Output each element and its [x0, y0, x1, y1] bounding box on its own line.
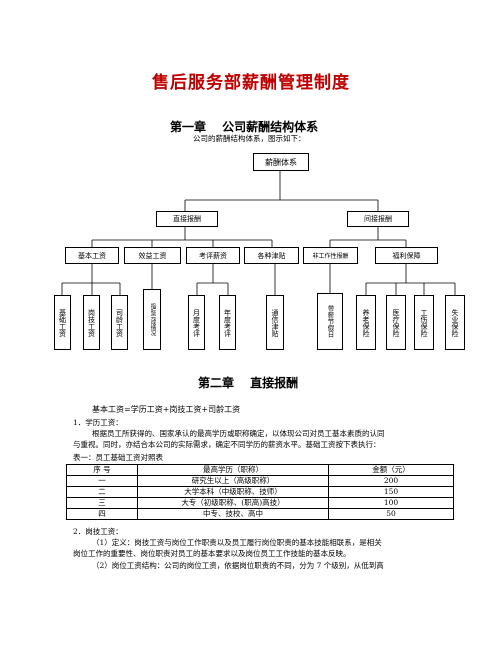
table-row: 二 大学本科（中级职称、技师） 150 — [66, 486, 454, 498]
table-header-row: 序 号 最高学历（职称） 金额（元） — [66, 464, 454, 476]
table-cell: 大专（初级职称、(职高)高技） — [137, 497, 329, 509]
paragraph-line: 岗位工作的重要性、岗位职责对员工的基本要求以及岗位员工工作技能的基本反映。 — [73, 549, 351, 558]
table-cell: 一 — [66, 475, 138, 487]
org-benefit-node: 效益工资 — [124, 247, 181, 264]
org-eval-node: 考评薪资 — [186, 247, 240, 264]
table-cell: 大学本科（中级职称、技师） — [137, 486, 329, 498]
org-leaf: 年度考评 — [219, 295, 236, 350]
org-leaf: 通信津贴 — [266, 295, 284, 350]
section-1-heading: 1．学历工资： — [73, 418, 123, 427]
org-leaf: 工伤保险 — [414, 295, 434, 350]
org-leaf: 月度考评 — [188, 295, 205, 350]
table-cell: 150 — [328, 486, 454, 498]
org-direct-node: 直接报酬 — [156, 211, 218, 227]
table-cell: 四 — [66, 508, 138, 520]
paragraph-line: 与重视。同时，亦结合本公司的实际需求，确定不同学历的薪资水平。基础工资按下表执行… — [73, 440, 381, 449]
org-root-node: 薪酬体系 — [253, 153, 309, 171]
table-header-cell: 最高学历（职称） — [137, 464, 329, 476]
table-header-cell: 序 号 — [66, 464, 138, 476]
org-leaf: 司龄工资 — [111, 295, 128, 350]
table-caption: 表一：员工基础工资对照表 — [73, 453, 163, 462]
org-indirect-node: 间接报酬 — [347, 211, 409, 227]
org-leaf: 失业保险 — [445, 295, 465, 350]
table-row: 四 中专、技校、高中 50 — [66, 508, 454, 520]
table-header-cell: 金额（元） — [328, 464, 454, 476]
chapter-1-intro: 公司的薪酬结构体系，图示如下： — [193, 134, 306, 143]
document-title: 售后服务部薪酬管理制度 — [152, 73, 350, 93]
salary-formula: 基本工资=学历工资+岗技工资+司龄工资 — [92, 405, 241, 414]
paragraph-line: 根据员工所获得的、国家承认的最高学历或职称确定，以体现公司对员工基本素质的认同 — [92, 429, 385, 438]
table-cell: 三 — [66, 497, 138, 509]
table-cell: 50 — [328, 508, 454, 520]
chapter-2-heading: 第二章 直接报酬 — [198, 376, 299, 390]
org-allowance-node: 各种津贴 — [244, 247, 299, 264]
table-cell: 200 — [328, 475, 454, 487]
org-leaf: 基础工资 — [54, 295, 71, 350]
org-leaf: 医疗保险 — [386, 295, 406, 350]
org-leaf: 带薪节假日 — [317, 293, 343, 350]
org-leaf: 岗技工资 — [83, 295, 100, 350]
table-row: 三 大专（初级职称、(职高)高技） 100 — [66, 497, 454, 509]
org-leaf: 养老保险 — [356, 295, 376, 350]
chapter-1-heading: 第一章 公司薪酬结构体系 — [170, 120, 319, 134]
table-cell: 研究生以上（高级职称） — [137, 475, 329, 487]
org-chart-connectors — [61, 171, 456, 295]
table-cell: 二 — [66, 486, 138, 498]
org-leaf: 指标完成情况 — [143, 289, 161, 350]
section-2-heading: 2．岗技工资： — [73, 527, 123, 536]
salary-table: 序 号 最高学历（职称） 金额（元） 一 研究生以上（高级职称） 200 二 大… — [66, 464, 454, 520]
paragraph-line: （1）定义：岗技工资与岗位工作职责以及员工履行岗位职责的基本技能相联系，是相关 — [92, 538, 382, 547]
table-cell: 中专、技校、高中 — [137, 508, 329, 520]
org-welfare-node: 福利保障 — [375, 247, 438, 264]
paragraph-line: （2）岗位工资结构：公司的岗位工资，依据岗位职责的不同，分为 7 个级别，从低到… — [92, 561, 384, 570]
org-basic-node: 基本工资 — [65, 247, 119, 264]
table-row: 一 研究生以上（高级职称） 200 — [66, 475, 454, 487]
org-nonwork-node: 非工作性报酬 — [303, 247, 358, 264]
table-cell: 100 — [328, 497, 454, 509]
